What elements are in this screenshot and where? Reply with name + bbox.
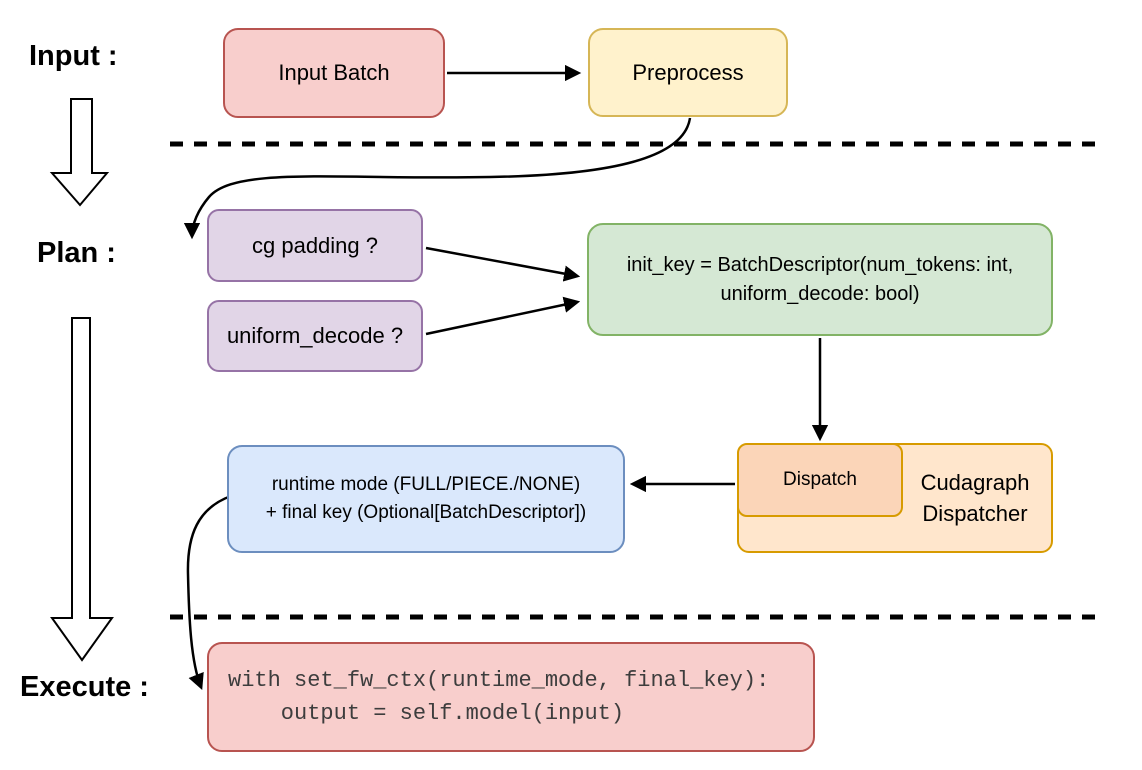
node-init-key: init_key = BatchDescriptor(num_tokens: i… — [587, 223, 1053, 336]
node-init-key-line2: uniform_decode: bool) — [720, 282, 920, 305]
stage-label-input: Input : — [29, 40, 118, 72]
node-cg-padding: cg padding ? — [207, 209, 423, 282]
node-uniform-decode: uniform_decode ? — [207, 300, 423, 372]
execute-code-line2: output = self.model(input) — [228, 701, 625, 726]
stage-label-plan: Plan : — [37, 237, 116, 269]
input-stage-arrow-icon — [49, 98, 110, 207]
arrow-runtimemode-to-execute — [186, 494, 232, 691]
node-runtime-mode-line2: + final key (Optional[BatchDescriptor]) — [265, 502, 587, 523]
arrow-uniformdecode-to-initkey — [425, 296, 581, 336]
node-cg-padding-label: cg padding ? — [252, 232, 378, 258]
arrow-cgpadding-to-initkey — [425, 246, 581, 282]
stage-label-execute: Execute : — [20, 671, 149, 703]
node-input-batch: Input Batch — [223, 28, 445, 118]
node-cudagraph-dispatcher-label: Cudagraph Dispatcher — [920, 470, 1030, 526]
node-runtime-mode: runtime mode (FULL/PIECE./NONE) + final … — [227, 445, 625, 553]
node-dispatch-label: Dispatch — [783, 469, 857, 491]
node-execute-code: with set_fw_ctx(runtime_mode, final_key)… — [207, 642, 815, 752]
node-uniform-decode-label: uniform_decode ? — [226, 323, 404, 349]
execute-code-line1: with set_fw_ctx(runtime_mode, final_key)… — [228, 668, 770, 693]
node-init-key-line1: init_key = BatchDescriptor(num_tokens: i… — [626, 253, 1014, 276]
node-runtime-mode-line1: runtime mode (FULL/PIECE./NONE) — [271, 474, 581, 495]
node-preprocess: Preprocess — [588, 28, 788, 117]
node-preprocess-label: Preprocess — [632, 59, 744, 85]
plan-to-execute-arrow-icon — [50, 317, 114, 662]
node-input-batch-label: Input Batch — [278, 60, 390, 86]
node-dispatch: Dispatch — [737, 443, 903, 517]
arrow-preprocess-to-cgpadding — [183, 117, 692, 240]
